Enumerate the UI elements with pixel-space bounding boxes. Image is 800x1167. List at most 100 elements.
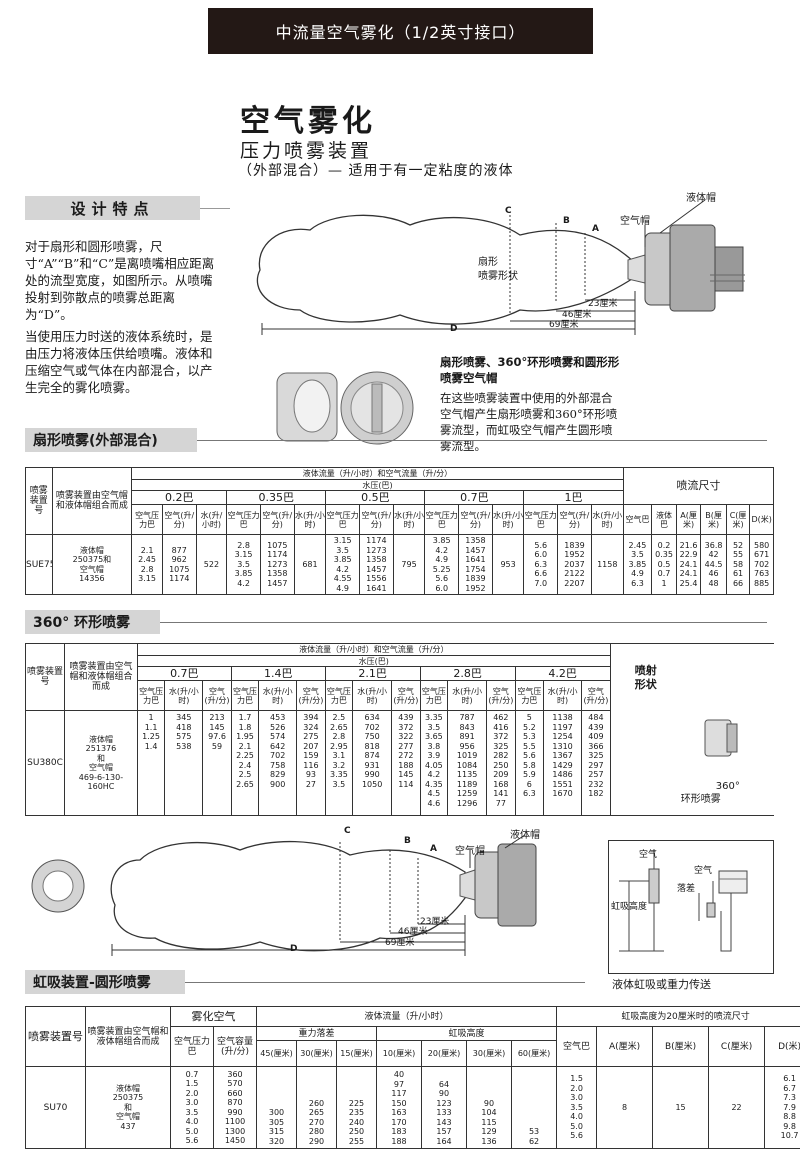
sec3-cell: 90 104 115 129 136 <box>466 1066 512 1149</box>
sec3-h-s1: 20(厘米) <box>421 1040 467 1067</box>
sec2-h-airflow: 空气(升/分) <box>391 680 421 711</box>
page-title: 空气雾化 <box>240 104 376 139</box>
d2-dim-23: 23厘米 <box>420 917 450 927</box>
sec1-cell: 681 <box>293 534 327 595</box>
sec2-table: 喷雾装置号 喷雾装置由空气帽和液体帽组合而成 液体流量（升/小时）和空气流量（升… <box>24 643 775 816</box>
sec1-h-water: 水(升/小时) <box>491 504 525 535</box>
sec1-h-c: C(厘米) <box>725 504 751 535</box>
sec1-cell: 580 671 702 763 885 <box>749 534 774 595</box>
sec1-cell: 5.6 6.0 6.3 6.6 7.0 <box>523 534 559 595</box>
sec3-h-s3: 60(厘米) <box>510 1040 558 1067</box>
sec3-title: 虹吸装置-圆形喷雾 <box>25 970 185 994</box>
sec1-h-liq: 液体巴 <box>651 504 677 535</box>
sec3-cell: 8 <box>596 1066 654 1149</box>
d2-fluid-cap-label: 液体帽 <box>510 830 540 841</box>
sec1-cell: 21.6 22.9 24.1 24.1 25.4 <box>675 534 702 595</box>
sec3-h-s2: 30(厘米) <box>466 1040 512 1067</box>
d2-label-d: D <box>290 944 298 954</box>
sec1-p4: 1巴 <box>523 490 624 505</box>
d1-label-d: D <box>450 324 458 334</box>
sec2-h-pressure: 水压(巴) <box>136 655 611 667</box>
sec1-cell: 2.45 3.5 3.85 4.9 6.3 <box>622 534 653 595</box>
sec3-table: 喷雾装置号 喷雾装置由空气帽和液体帽组合而成 雾化空气 液体流量（升/小时） 虹… <box>25 1006 800 1149</box>
d2-dim-69: 69厘米 <box>385 938 415 948</box>
sec3-h-atom: 雾化空气 <box>170 1006 257 1027</box>
sec1-h-water: 水(升/小时) <box>293 504 327 535</box>
sec3-cell: 0.7 1.5 2.0 3.0 3.5 4.0 5.0 5.6 <box>170 1066 214 1149</box>
sec2-shape-label-1: 360° <box>715 781 740 792</box>
sec1-cell: 1174 1273 1358 1457 1556 1641 <box>359 534 394 595</box>
sec3-cell: 22 <box>708 1066 766 1149</box>
sec1-h-water: 水(升/小时) <box>590 504 624 535</box>
d1-dim-23: 23厘米 <box>588 299 618 309</box>
sec1-device: SUE75 <box>25 534 53 595</box>
sec1-h-airflow: 空气(升/分) <box>161 504 197 535</box>
sec3-h-a: A(厘米) <box>596 1026 654 1067</box>
sec1-h-air: 空气压力巴 <box>424 504 460 535</box>
sec2-cell: 453 526 574 642 702 758 829 900 <box>258 710 298 816</box>
sec2-p0: 0.7巴 <box>136 666 232 681</box>
features-paragraph-2: 当使用压力时送的液体系统时，是由压力将液体压供给喷嘴。液体和压缩空气或气体在内部… <box>25 329 213 395</box>
sec3-divider <box>185 982 585 983</box>
sec1-cell: 52 55 58 61 66 <box>725 534 751 595</box>
sec2-cell: 484 439 409 366 325 297 257 232 182 <box>581 710 611 816</box>
sec1-h-water: 水(升/小时) <box>392 504 426 535</box>
sec2-title: 360° 环形喷雾 <box>25 610 160 634</box>
sec2-h-airflow: 空气(升/分) <box>202 680 232 711</box>
siphon-air-label-2: 空气 <box>694 866 713 876</box>
page-subtitle: 压力喷雾装置 <box>240 140 373 162</box>
d1-dim-46: 46厘米 <box>562 310 592 320</box>
sec3-device: SU70 <box>25 1066 86 1149</box>
sec1-p0: 0.2巴 <box>131 490 228 505</box>
d1-label-c: C <box>505 206 512 216</box>
ring-photo <box>31 859 85 913</box>
sec1-h-b: B(厘米) <box>700 504 727 535</box>
sec2-h-air: 空气压力巴 <box>230 680 260 711</box>
sec1-table: 喷雾装置号 喷雾装置由空气帽和液体帽组合而成 液体流量（升/小时）和空气流量（升… <box>25 467 775 595</box>
ring-nozzle-icon <box>704 719 738 757</box>
features-paragraph-1: 对于扇形和圆形喷雾，尺寸“A”“B”和“C”是离喷嘴相应距离处的流型宽度，如图所… <box>25 239 215 322</box>
sec1-title: 扇形喷雾(外部混合) <box>25 428 197 452</box>
sec1-cell: 3.85 4.2 4.9 5.25 5.6 6.0 <box>424 534 460 595</box>
sec2-cell: 1.7 1.8 1.95 2.1 2.25 2.4 2.5 2.65 <box>230 710 260 816</box>
sec2-h-air: 空气压力巴 <box>514 680 545 711</box>
sec2-cell: 634 702 750 818 874 931 990 1050 <box>352 710 393 816</box>
sec1-h-airflow: 空气(升/分) <box>359 504 394 535</box>
sec2-p3: 2.8巴 <box>419 666 516 681</box>
sec2-p2: 2.1巴 <box>324 666 421 681</box>
d1-dim-69: 69厘米 <box>549 320 579 330</box>
sec1-cell: 1839 1952 2037 2122 2207 <box>557 534 592 595</box>
sec3-assembly: 液体帽 250375 和 空气帽 437 <box>85 1066 171 1149</box>
sec2-assembly: 液体帽 251376 和 空气帽 469-6-130- 160HC <box>64 710 138 816</box>
sec1-p3: 0.7巴 <box>424 490 525 505</box>
sec1-h-airflow: 空气(升/分) <box>259 504 295 535</box>
sec2-h-assembly: 喷雾装置由空气帽和液体帽组合而成 <box>64 643 138 711</box>
sec1-cell: 877 962 1075 1174 <box>161 534 197 595</box>
sec3-cell: 300 305 315 320 <box>256 1066 297 1149</box>
d1-spray-label: 扇形 <box>478 257 498 268</box>
sec2-h-air: 空气压力巴 <box>136 680 166 711</box>
sec3-h-gravity: 重力落差 <box>256 1026 377 1041</box>
header-text: 中流量空气雾化（1/2英寸接口） <box>275 23 526 42</box>
sec1-h-air: 空气压力巴 <box>523 504 559 535</box>
table-row: SU380C 液体帽 251376 和 空气帽 469-6-130- 160HC… <box>24 710 775 816</box>
sec2-h-water: 水(升/小时) <box>543 680 583 711</box>
sec3-cell: 64 90 123 133 143 157 164 <box>421 1066 467 1149</box>
sec1-h-dims: 喷流尺寸 <box>622 467 775 505</box>
sec1-h-air: 空气压力巴 <box>226 504 261 535</box>
sec1-cell: 1075 1174 1273 1358 1457 <box>259 534 295 595</box>
sec1-h-flow: 液体流量（升/小时）和空气流量（升/分） <box>131 467 624 480</box>
sec2-cell: 1138 1197 1254 1310 1367 1429 1486 1551 … <box>543 710 583 816</box>
table-row: SUE75 液体帽 250375和 空气帽 14356 2.1 2.45 2.8… <box>25 534 774 595</box>
sec3-h-g0: 45(厘米) <box>256 1040 297 1067</box>
sec1-cell: 2.8 3.15 3.5 3.85 4.2 <box>226 534 261 595</box>
sec3-h-siphon: 虹吸高度 <box>375 1026 558 1041</box>
sec2-h-water: 水(升/小时) <box>258 680 298 711</box>
d1-label-b: B <box>563 216 570 226</box>
sec1-h-airflow: 空气(升/分) <box>557 504 592 535</box>
sec2-cell: 2.5 2.65 2.8 2.95 3.1 3.2 3.35 3.5 <box>324 710 354 816</box>
sec1-h-a: A(厘米) <box>675 504 702 535</box>
sec3-h-b: B(厘米) <box>652 1026 710 1067</box>
sec3-cell: 225 235 240 250 255 <box>336 1066 377 1149</box>
sec1-h-d: D(米) <box>749 504 774 535</box>
